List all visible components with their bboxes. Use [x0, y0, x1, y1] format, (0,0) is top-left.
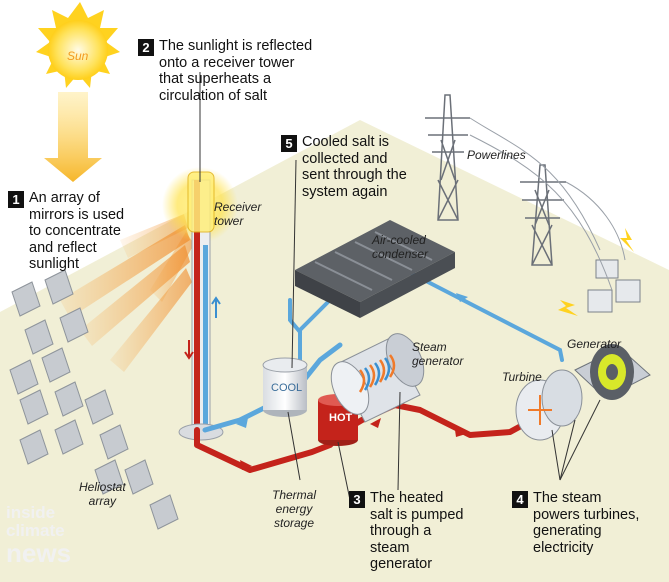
heliostat-array-label-line: Heliostat: [79, 480, 126, 494]
heliostat-array-label: Heliostat array: [79, 480, 126, 508]
step-text-line: mirrors is used: [29, 206, 125, 223]
sun: [36, 2, 120, 88]
step-text: An array of mirrors is used to concentra…: [29, 190, 124, 273]
step-number: 2: [138, 39, 154, 56]
step-5-callout: 5 Cooled salt is collected and sent thro…: [281, 134, 407, 200]
step-text-line: to concentrate: [29, 223, 121, 239]
inside-climate-news-watermark: inside climate news: [6, 504, 94, 578]
step-text: The heated salt is pumped through a stea…: [370, 490, 464, 573]
turbine: [515, 369, 583, 441]
steam-generator-label-line: generator: [412, 354, 464, 368]
sunlight-arrow: [44, 92, 102, 182]
step-text: Cooled salt is collected and sent throug…: [302, 134, 407, 200]
leader-lines: [199, 72, 601, 501]
step-text-line: generating: [533, 523, 602, 539]
step-text-line: An array of: [29, 190, 100, 206]
step-2-callout: 2 The sunlight is reflected onto a recei…: [138, 38, 312, 104]
watermark-line: inside: [6, 503, 56, 522]
air-cooled-condenser: [295, 220, 455, 318]
condenser-label-line: Air-cooled: [372, 233, 426, 247]
step-text-line: Cooled salt is: [302, 134, 390, 150]
step-number: 1: [8, 191, 24, 208]
step-text-line: The steam: [533, 490, 602, 506]
condenser-label: Air-cooled condenser: [372, 233, 428, 261]
generator-label: Generator: [567, 337, 622, 351]
receiver-tower-label-line: tower: [214, 214, 244, 228]
step-text-line: salt is pumped: [370, 506, 464, 523]
heliostat-array-label-line: array: [88, 494, 117, 508]
thermal-storage-label-line: storage: [273, 516, 315, 530]
powerlines-label: Powerlines: [467, 148, 526, 162]
step-text: The steam powers turbines, generating el…: [533, 490, 639, 556]
step-number: 4: [512, 491, 528, 508]
step-3-callout: 3 The heated salt is pumped through a st…: [349, 490, 464, 573]
thermal-storage-label-line: Thermal: [272, 488, 317, 502]
step-number: 5: [281, 135, 297, 152]
step-text-line: and reflect: [29, 239, 97, 256]
step-text-line: powers turbines,: [533, 506, 640, 523]
step-text-line: system again: [302, 183, 388, 200]
step-number: 3: [349, 491, 365, 508]
step-text-line: electricity: [533, 539, 594, 556]
step-text-line: generator: [370, 556, 433, 572]
step-text-line: circulation of salt: [159, 87, 267, 104]
turbine-label: Turbine: [502, 370, 542, 384]
steam-generator: [330, 333, 425, 423]
step-text: The sunlight is reflected onto a receive…: [159, 38, 312, 104]
heliostat-mirrors: [9, 269, 179, 530]
thermal-storage-label-line: energy: [275, 502, 313, 516]
step-text-line: through a: [370, 523, 432, 539]
condenser-label-line: condenser: [372, 247, 429, 261]
generator: [574, 344, 651, 400]
sun-label: Sun: [67, 49, 89, 63]
watermark-line: news: [6, 538, 72, 568]
receiver-tower: [178, 171, 224, 441]
pylons: [425, 94, 626, 291]
step-text-line: sunlight: [29, 256, 79, 272]
hot-tank-label: HOT: [329, 412, 353, 424]
step-text-line: sent through the: [302, 167, 407, 183]
cool-tank-label: COOL: [271, 382, 303, 394]
watermark-line: climate: [6, 521, 65, 540]
step-text-line: that superheats a: [159, 71, 272, 87]
steam-generator-label-line: Steam: [412, 340, 447, 354]
step-text-line: The sunlight is reflected: [159, 38, 313, 54]
step-text-line: steam: [370, 539, 410, 556]
step-1-callout: 1 An array of mirrors is used to concent…: [8, 190, 124, 273]
receiver-tower-label-line: Receiver: [214, 200, 262, 214]
step-4-callout: 4 The steam powers turbines, generating …: [512, 490, 639, 556]
steam-generator-label: Steam generator: [412, 340, 463, 368]
step-text-line: collected and: [302, 150, 388, 167]
step-text-line: The heated: [370, 490, 444, 506]
condenser-return-pipe: [288, 263, 564, 362]
cool-storage-tank: [262, 357, 308, 417]
step-text-line: onto a receiver tower: [159, 54, 295, 71]
receiver-tower-label: Receiver tower: [214, 200, 261, 228]
thermal-storage-label: Thermal energy storage: [272, 488, 316, 530]
electricity-bolts: [558, 228, 634, 316]
